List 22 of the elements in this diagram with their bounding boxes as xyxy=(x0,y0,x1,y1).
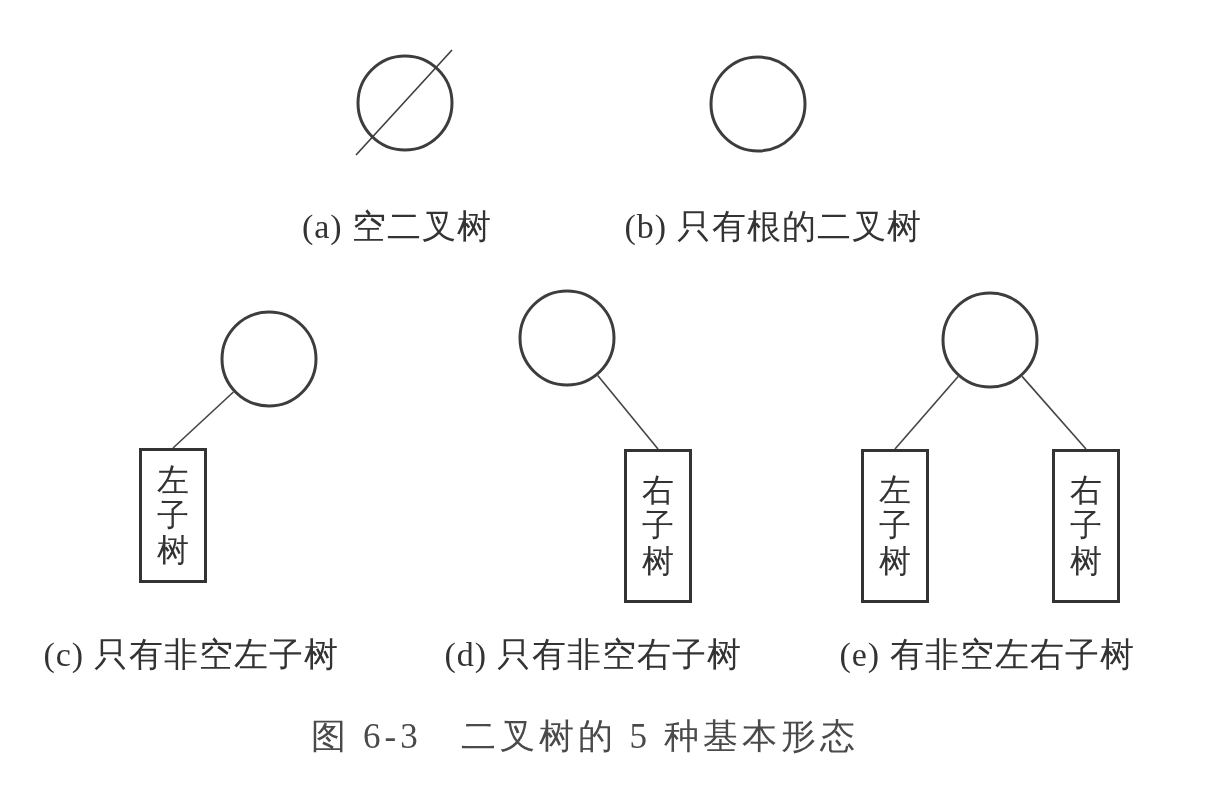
figure-caption: 图 6-3 二叉树的 5 种基本形态 xyxy=(311,716,859,758)
subfigure-label: (b) 只有根的二叉树 xyxy=(624,206,922,247)
tree-edge-line xyxy=(172,391,235,449)
subtree-text: 左子树 xyxy=(157,462,189,569)
tree-node-circle xyxy=(709,55,807,153)
subfigure-label: (e) 有非空左右子树 xyxy=(839,634,1135,675)
tree-node-circle xyxy=(941,291,1039,389)
tree-edge-line xyxy=(596,374,659,450)
subtree-box xyxy=(139,448,207,583)
subtree-text: 右子树 xyxy=(642,473,674,579)
subfigure-label: (c) 只有非空左子树 xyxy=(43,634,339,675)
subtree-box xyxy=(624,449,692,603)
tree-node-circle xyxy=(518,289,616,387)
subtree-text: 左子树 xyxy=(879,473,911,579)
subfigure-label: (a) 空二叉树 xyxy=(301,206,493,247)
tree-edge-line xyxy=(1021,375,1087,450)
subtree-box xyxy=(861,449,929,603)
subtree-box xyxy=(1052,449,1120,603)
tree-node-circle xyxy=(220,310,318,408)
tree-edge-line xyxy=(894,375,959,450)
subtree-text: 右子树 xyxy=(1070,473,1102,579)
subfigure-label: (d) 只有非空右子树 xyxy=(444,634,742,675)
